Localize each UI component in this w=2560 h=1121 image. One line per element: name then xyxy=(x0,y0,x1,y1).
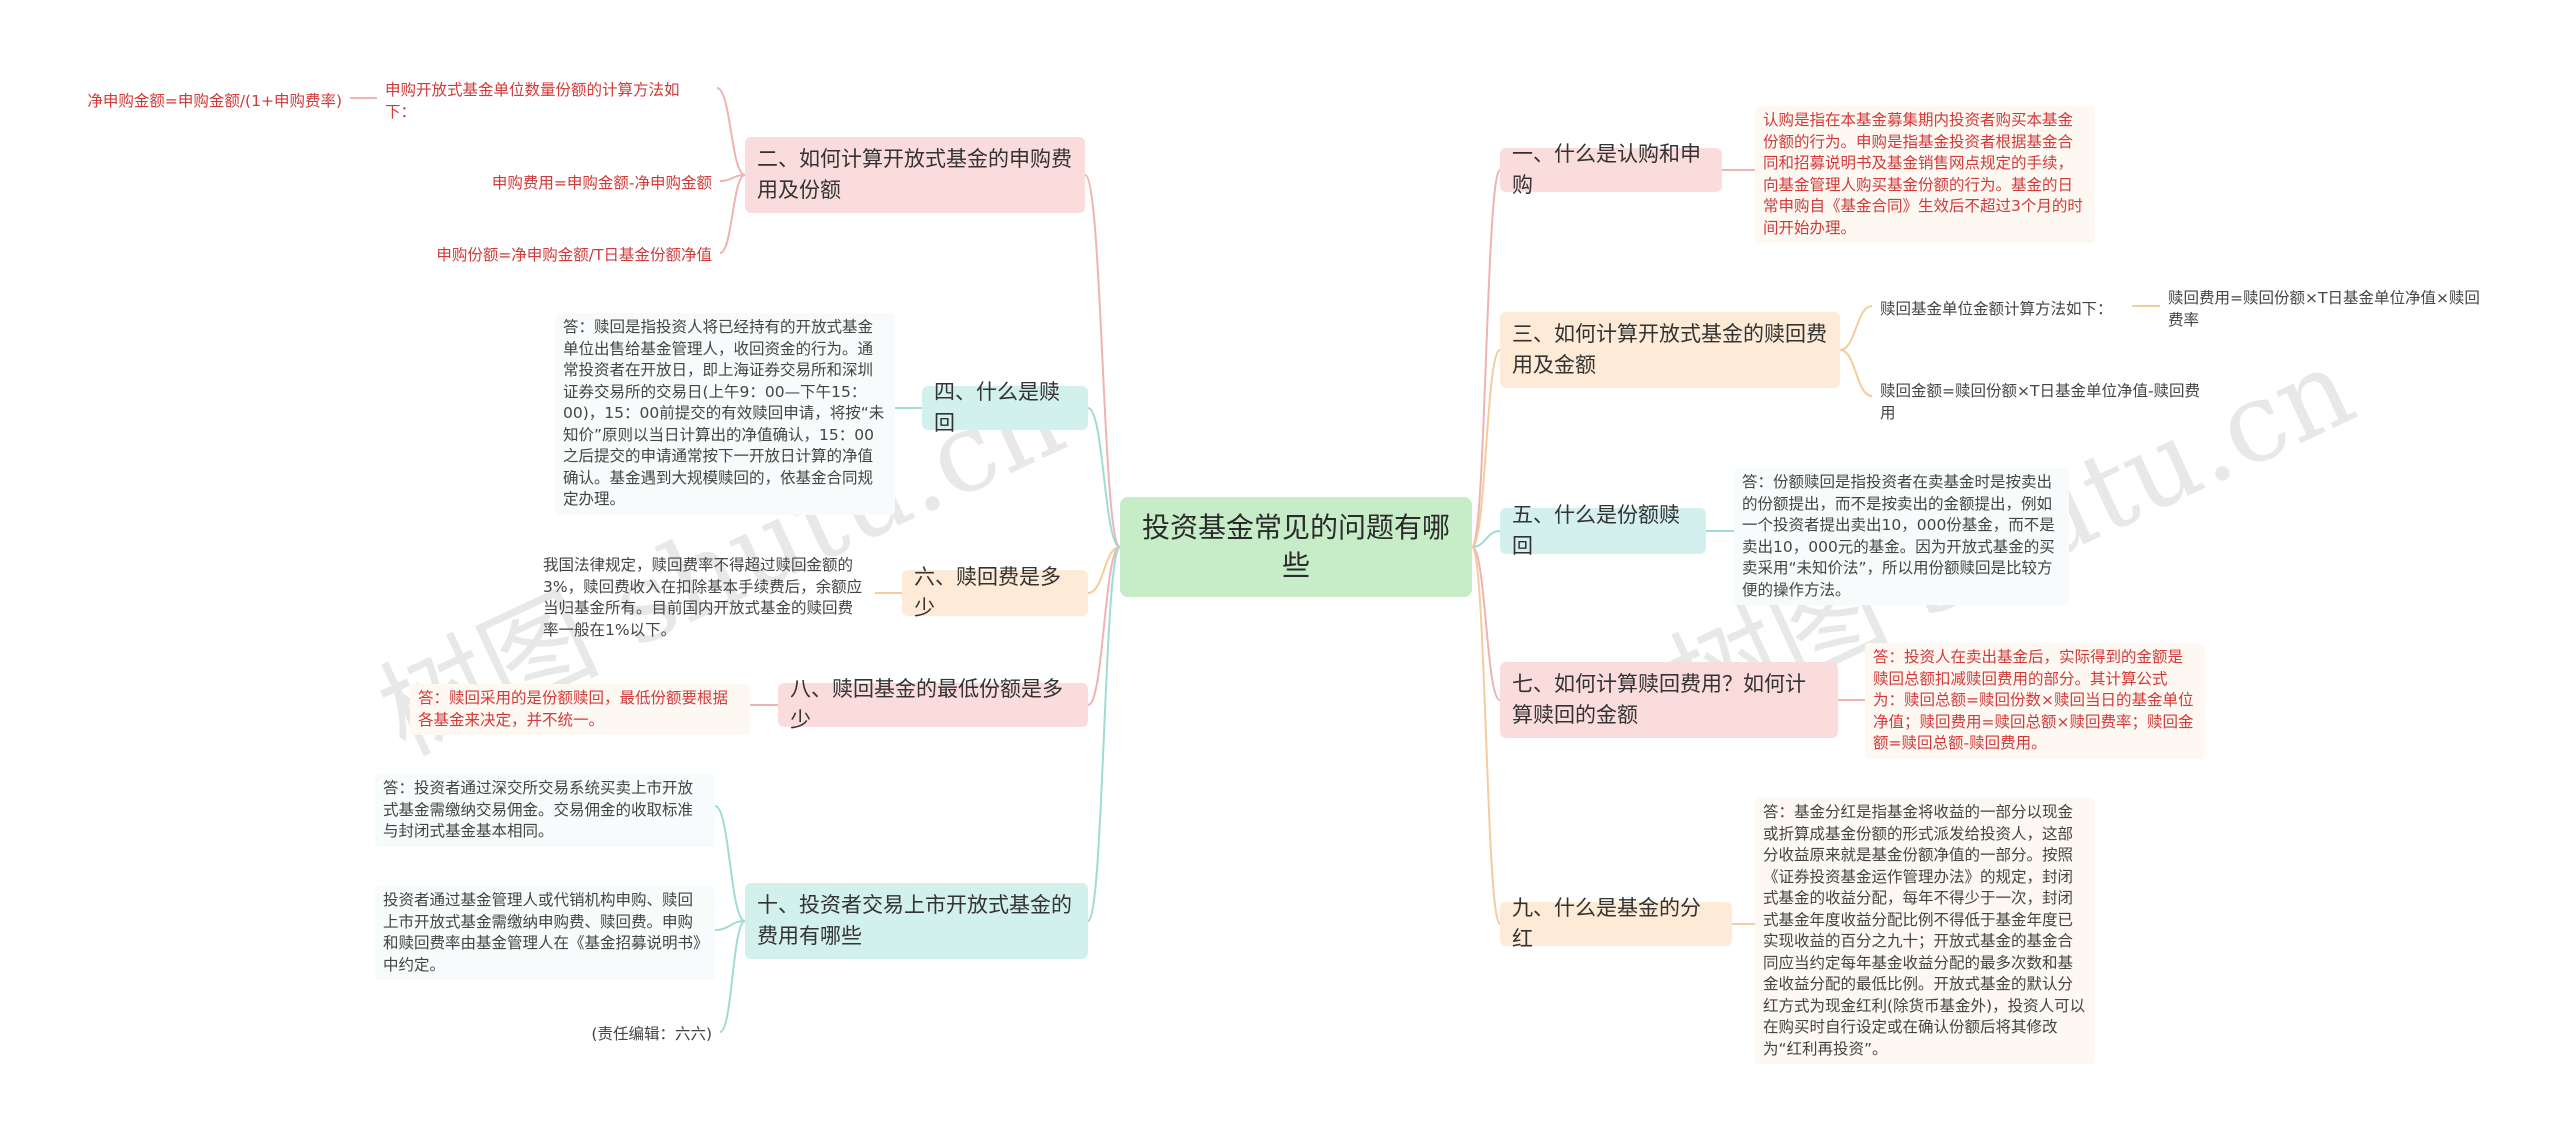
leaf-9: 答：基金分红是指基金将收益的一部分以现金或折算成基金份额的形式派发给投资人，这部… xyxy=(1755,798,2095,1064)
connector-b2-leaf-a xyxy=(716,87,746,176)
connector-root-b3 xyxy=(1471,349,1501,548)
leaf-3b: 赎回金额=赎回份额×T日基金单位净值-赎回费用 xyxy=(1880,382,2201,422)
branch-1[interactable]: 一、什么是认购和申购 xyxy=(1500,142,1722,197)
connector-b10-leaf-a xyxy=(714,805,746,922)
connector-root-b9 xyxy=(1471,546,1501,925)
leaf-3a: 赎回基金单位金额计算方法如下： xyxy=(1880,300,2113,318)
branch-7[interactable]: 七、如何计算赎回费用？如何计算赎回的金额 xyxy=(1500,662,1838,738)
branch-8[interactable]: 八、赎回基金的最低份额是多少 xyxy=(778,677,1088,732)
leaf-10b: 投资者通过基金管理人或代销机构申购、赎回上市开放式基金需缴纳申购费、赎回费。申购… xyxy=(375,886,715,980)
leaf-10c: (责任编辑：六六) xyxy=(591,1025,712,1043)
connector-b3-leaf-a xyxy=(1839,305,1873,351)
connector-b10-leaf-c xyxy=(719,920,746,1033)
branch-10[interactable]: 十、投资者交易上市开放式基金的费用有哪些 xyxy=(745,883,1088,959)
connector-b2-leaf-c xyxy=(719,174,746,254)
leaf-2b: 申购费用=申购金额-净申购金额 xyxy=(491,174,712,192)
connector-b3-leaf-b xyxy=(1839,349,1873,397)
connector-root-b5 xyxy=(1471,530,1501,548)
root-topic[interactable]: 投资基金常见的问题有哪些 xyxy=(1120,497,1472,597)
leaf-1: 认购是指在本基金募集期内投资者购买本基金份额的行为。申购是指基金投资者根据基金合… xyxy=(1755,106,2095,243)
branch-6[interactable]: 六、赎回费是多少 xyxy=(902,565,1088,620)
connector-root-b8 xyxy=(1087,546,1121,706)
leaf-6: 我国法律规定，赎回费率不得超过赎回金额的3%，赎回费收入在扣除基本手续费后，余额… xyxy=(543,556,863,639)
branch-9[interactable]: 九、什么是基金的分红 xyxy=(1500,896,1732,951)
leaf-2c: 申购份额=净申购金额/T日基金份额净值 xyxy=(436,246,712,264)
connector-b10-leaf-b xyxy=(714,920,746,931)
connector-root-b1 xyxy=(1471,169,1501,548)
connector-root-b2 xyxy=(1084,174,1121,548)
branch-5[interactable]: 五、什么是份额赎回 xyxy=(1500,503,1706,558)
leaf-4: 答：赎回是指投资人将已经持有的开放式基金单位出售给基金管理人，收回资金的行为。通… xyxy=(555,313,895,515)
branch-3[interactable]: 三、如何计算开放式基金的赎回费用及金额 xyxy=(1500,312,1840,388)
leaf-2a: 申购开放式基金单位数量份额的计算方法如下： xyxy=(385,81,680,121)
connector-root-b4 xyxy=(1087,407,1121,548)
connector-root-b7 xyxy=(1471,546,1501,701)
leaf-8: 答：赎回采用的是份额赎回，最低份额要根据各基金来决定，并不统一。 xyxy=(410,684,750,735)
branch-2[interactable]: 二、如何计算开放式基金的申购费用及份额 xyxy=(745,137,1085,213)
leaf-10a: 答：投资者通过深交所交易系统买卖上市开放式基金需缴纳交易佣金。交易佣金的收取标准… xyxy=(375,774,715,847)
connector-root-b6 xyxy=(1087,546,1121,594)
leaf-3a1: 赎回费用=赎回份额×T日基金单位净值×赎回费率 xyxy=(2168,289,2480,329)
branch-4[interactable]: 四、什么是赎回 xyxy=(922,380,1088,435)
connector-root-b10 xyxy=(1087,546,1121,922)
leaf-5: 答：份额赎回是指投资者在卖基金时是按卖出的份额提出，而不是按卖出的金额提出，例如… xyxy=(1734,468,2069,605)
leaf-7: 答：投资人在卖出基金后，实际得到的金额是赎回总额扣减赎回费用的部分。其计算公式为… xyxy=(1865,643,2205,759)
leaf-2a1: 净申购金额=申购金额/(1+申购费率) xyxy=(87,92,342,110)
